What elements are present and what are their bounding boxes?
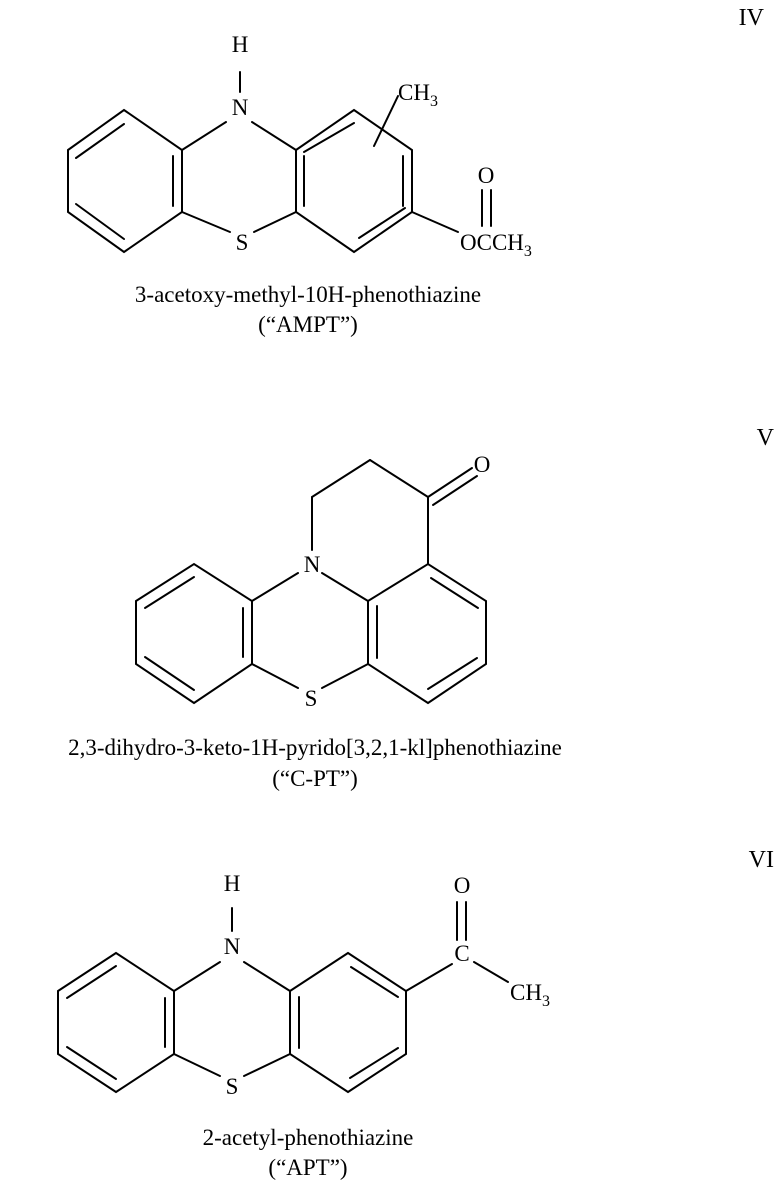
structure-vi-name: 2-acetyl-phenothiazine	[203, 1125, 414, 1150]
structure-iv-atom-n: N	[232, 95, 249, 120]
structure-iv-number: IV	[739, 5, 765, 31]
structure-iv-right-ring	[295, 108, 413, 254]
structure-vi-atom-c: C	[454, 941, 469, 966]
structure-iv-central-ring	[181, 71, 297, 233]
structure-v-name: 2,3-dihydro-3-keto-1H-pyrido[3,2,1-kl]ph…	[68, 735, 562, 760]
structure-vi-central-ring	[173, 907, 291, 1077]
structure-v-atom-s: S	[305, 686, 318, 711]
structure-vi-acetyl-bond	[405, 963, 453, 992]
structure-iv-atom-o: O	[478, 163, 495, 188]
structure-vi-abbreviation: (“APT”)	[268, 1155, 347, 1180]
structure-vi-number: VI	[749, 847, 774, 873]
structure-vi-ch-text: CH	[510, 980, 542, 1005]
structure-v-number: V	[757, 425, 775, 451]
structure-iv-atom-s: S	[236, 230, 249, 255]
structure-v-carbonyl-bond-1	[427, 467, 473, 498]
structure-v-central-ring	[251, 572, 369, 689]
structure-vi-atom-o: O	[454, 873, 471, 898]
structure-v: V N S	[68, 425, 775, 791]
structure-vi-atom-ch: CH3	[510, 980, 550, 1010]
structure-v-abbreviation: (“C-PT”)	[272, 766, 358, 791]
structure-iv-occh-sub: 3	[524, 243, 532, 260]
structure-iv-ch-sub: 3	[430, 93, 438, 110]
structure-vi-atom-s: S	[226, 1074, 239, 1099]
structure-iv-name: 3-acetoxy-methyl-10H-phenothiazine	[135, 282, 481, 307]
structure-iv: IV H N S CH3	[67, 5, 765, 337]
structure-iv-ch-text: CH	[398, 80, 430, 105]
structure-v-pyrido-ring	[311, 459, 429, 565]
structure-iv-atom-ch: CH3	[398, 80, 438, 110]
structure-v-atom-n: N	[304, 552, 321, 577]
structure-iv-atom-occh: OCCH3	[460, 230, 532, 260]
structure-iv-atom-h: H	[232, 32, 249, 57]
structure-vi-left-ring	[57, 951, 175, 1094]
structure-vi-ch-sub: 3	[542, 993, 550, 1010]
structure-v-right-ring	[367, 562, 487, 705]
structure-v-atom-o: O	[474, 452, 491, 477]
structure-vi-atom-h: H	[224, 871, 241, 896]
structure-v-left-ring	[135, 562, 253, 705]
structure-iv-left-ring	[67, 108, 183, 254]
structure-iv-abbreviation: (“AMPT”)	[258, 312, 358, 337]
structure-vi: VI H N S O C	[57, 847, 774, 1180]
structure-iv-occh-text: OCCH	[460, 230, 524, 255]
structure-iv-ester-bond	[411, 211, 459, 233]
structure-vi-right-ring	[289, 951, 407, 1094]
structure-v-carbonyl-bond-2	[432, 475, 478, 506]
structure-vi-methyl-bond	[473, 961, 509, 983]
structure-vi-atom-n: N	[224, 934, 241, 959]
structure-iv-methyl-bond	[373, 95, 399, 147]
